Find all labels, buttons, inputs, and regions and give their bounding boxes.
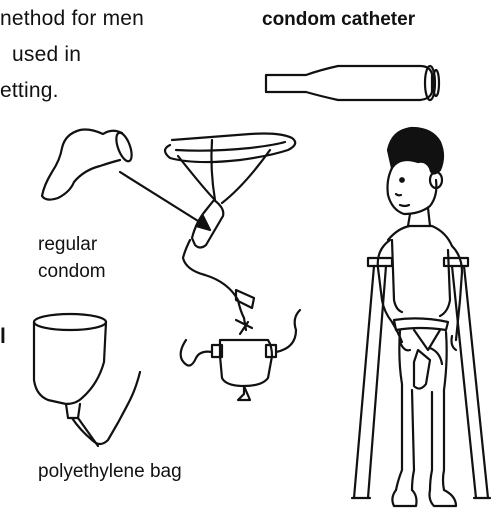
condom-catheter-drawing (266, 66, 439, 100)
regular-condom-drawing (42, 130, 135, 200)
urine-collection-device-drawing (165, 134, 300, 401)
boy-with-crutches-drawing (352, 128, 490, 506)
polyethylene-bag-drawing (34, 314, 140, 446)
arrow-icon (120, 172, 210, 230)
